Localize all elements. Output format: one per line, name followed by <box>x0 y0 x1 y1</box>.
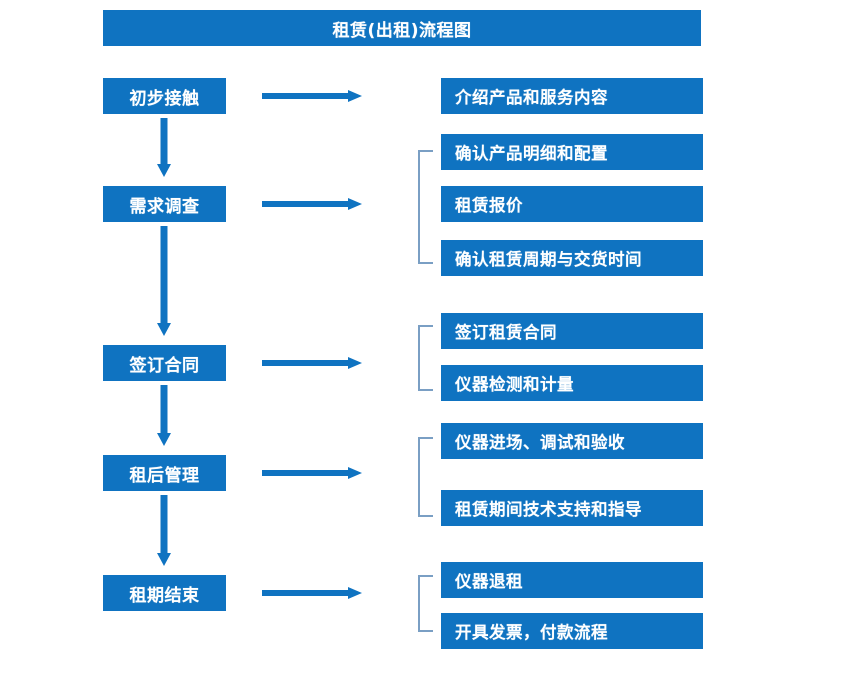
detail-box-2[interactable]: 确认产品明细和配置 <box>441 134 703 170</box>
detail-box-10[interactable]: 开具发票，付款流程 <box>441 613 703 649</box>
horizontal-arrow-2 <box>262 196 363 212</box>
detail-box-6[interactable]: 仪器检测和计量 <box>441 365 703 401</box>
stage-box-1[interactable]: 初步接触 <box>103 78 226 114</box>
vertical-arrow-1 <box>155 118 173 178</box>
detail-box-4[interactable]: 确认租赁周期与交货时间 <box>441 240 703 276</box>
detail-box-8[interactable]: 租赁期间技术支持和指导 <box>441 490 703 526</box>
vertical-arrow-4 <box>155 495 173 567</box>
vertical-arrow-3 <box>155 385 173 447</box>
group-bracket-3 <box>418 437 433 517</box>
detail-box-3[interactable]: 租赁报价 <box>441 186 703 222</box>
stage-box-5[interactable]: 租期结束 <box>103 575 226 611</box>
horizontal-arrow-5 <box>262 585 363 601</box>
group-bracket-1 <box>418 150 433 264</box>
vertical-arrow-2 <box>155 226 173 337</box>
detail-box-1[interactable]: 介绍产品和服务内容 <box>441 78 703 114</box>
detail-box-5[interactable]: 签订租赁合同 <box>441 313 703 349</box>
group-bracket-2 <box>418 325 433 391</box>
horizontal-arrow-1 <box>262 88 363 104</box>
stage-box-3[interactable]: 签订合同 <box>103 345 226 381</box>
detail-box-9[interactable]: 仪器退租 <box>441 562 703 598</box>
detail-box-7[interactable]: 仪器进场、调试和验收 <box>441 423 703 459</box>
horizontal-arrow-3 <box>262 355 363 371</box>
stage-box-2[interactable]: 需求调查 <box>103 186 226 222</box>
flowchart-title: 租赁(出租)流程图 <box>103 10 701 46</box>
stage-box-4[interactable]: 租后管理 <box>103 455 226 491</box>
group-bracket-4 <box>418 575 433 632</box>
horizontal-arrow-4 <box>262 465 363 481</box>
